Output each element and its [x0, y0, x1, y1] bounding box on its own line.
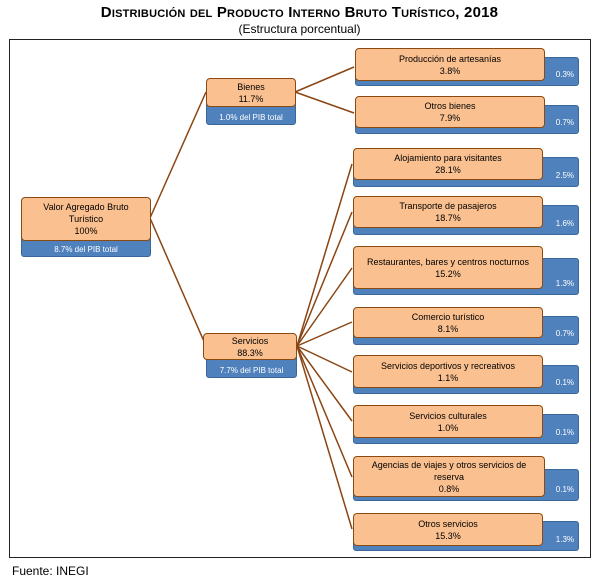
source-note: Fuente: INEGI	[12, 564, 89, 578]
artesanias-label: Producción de artesanías	[398, 53, 502, 64]
connector-servicios-culturales	[296, 345, 353, 422]
otros-bienes-label: Otros bienes	[424, 101, 476, 111]
diagram-frame	[9, 39, 591, 558]
transporte-pct: 18.7%	[435, 213, 461, 223]
bienes-pib-label: 1.0% del PIB total	[219, 113, 283, 122]
connector-servicios-alojamiento	[296, 163, 353, 347]
alojamiento-pib-label: 2.5%	[555, 171, 574, 180]
bienes-pct: 11.7%	[238, 93, 264, 104]
comercio-node: Comercio turístico 8.1%	[353, 307, 543, 338]
culturales-pct: 1.0%	[437, 422, 459, 433]
restaurantes-pct: 15.2%	[435, 268, 461, 279]
agencias-label: Agencias de viajes y otros servicios de …	[371, 459, 527, 482]
otros-servicios-label: Otros servicios	[418, 518, 478, 529]
transporte-node: Transporte de pasajeros 18.7%	[353, 196, 543, 228]
alojamiento-label: Alojamiento para visitantes	[394, 153, 502, 163]
transporte-pib-label: 1.6%	[555, 219, 574, 228]
connector-bienes-artesanias	[294, 66, 355, 93]
otros-servicios-pib-label: 1.3%	[555, 535, 574, 544]
restaurantes-label: Restaurantes, bares y centros nocturnos	[366, 256, 530, 267]
bienes-node: Bienes 11.7%	[206, 78, 296, 107]
comercio-label: Comercio turístico	[411, 311, 485, 322]
restaurantes-node: Restaurantes, bares y centros nocturnos …	[353, 246, 543, 289]
deportivos-node: Servicios deportivos y recreativos 1.1%	[353, 355, 543, 388]
artesanias-pct: 3.8%	[439, 65, 461, 76]
root-label: Valor Agregado Bruto Turístico	[43, 202, 129, 224]
chart-subtitle: (Estructura porcentual)	[238, 22, 361, 36]
otros-bienes-node: Otros bienes 7.9%	[355, 96, 545, 128]
connector-servicios-agencias	[296, 345, 353, 478]
connector-servicios-transporte	[296, 211, 353, 347]
agencias-pct: 0.8%	[438, 483, 460, 494]
otros-servicios-pct: 15.3%	[435, 530, 461, 541]
connector-root-bienes	[149, 91, 207, 219]
comercio-pib-label: 0.7%	[555, 329, 574, 338]
connector-servicios-restaurantes	[296, 267, 353, 347]
transporte-label: Transporte de pasajeros	[399, 201, 497, 211]
servicios-pct: 88.3%	[237, 347, 263, 358]
servicios-node: Servicios 88.3%	[203, 333, 297, 360]
agencias-pib-label: 0.1%	[555, 485, 574, 494]
connector-root-servicios	[149, 217, 207, 347]
otros-bienes-pct: 7.9%	[439, 113, 461, 123]
otros-bienes-pib-label: 0.7%	[555, 118, 574, 127]
connector-servicios-otros	[296, 345, 353, 530]
root-pib-label: 8.7% del PIB total	[54, 245, 118, 254]
artesanias-pib-label: 0.3%	[555, 70, 574, 79]
artesanias-node: Producción de artesanías 3.8%	[355, 48, 545, 81]
connector-servicios-deportivos	[296, 345, 353, 373]
culturales-pib-label: 0.1%	[555, 428, 574, 437]
root-pct: 100%	[74, 226, 98, 236]
connector-servicios-comercio	[296, 321, 353, 347]
comercio-pct: 8.1%	[437, 323, 459, 334]
root-node: Valor Agregado Bruto Turístico 100%	[21, 197, 151, 241]
bienes-label: Bienes	[237, 81, 265, 92]
otros-servicios-node: Otros servicios 15.3%	[353, 513, 543, 546]
servicios-pib-label: 7.7% del PIB total	[219, 366, 284, 375]
servicios-label: Servicios	[231, 335, 269, 346]
alojamiento-node: Alojamiento para visitantes 28.1%	[353, 148, 543, 180]
deportivos-label: Servicios deportivos y recreativos	[380, 360, 516, 371]
culturales-node: Servicios culturales 1.0%	[353, 405, 543, 438]
culturales-label: Servicios culturales	[409, 410, 487, 421]
deportivos-pib-label: 0.1%	[555, 378, 574, 387]
alojamiento-pct: 28.1%	[435, 165, 461, 175]
chart-title: Distribución del Producto Interno Bruto …	[100, 4, 499, 21]
restaurantes-pib-label: 1.3%	[555, 279, 574, 288]
agencias-node: Agencias de viajes y otros servicios de …	[353, 456, 545, 497]
connector-bienes-otros	[294, 91, 355, 114]
deportivos-pct: 1.1%	[437, 372, 459, 383]
